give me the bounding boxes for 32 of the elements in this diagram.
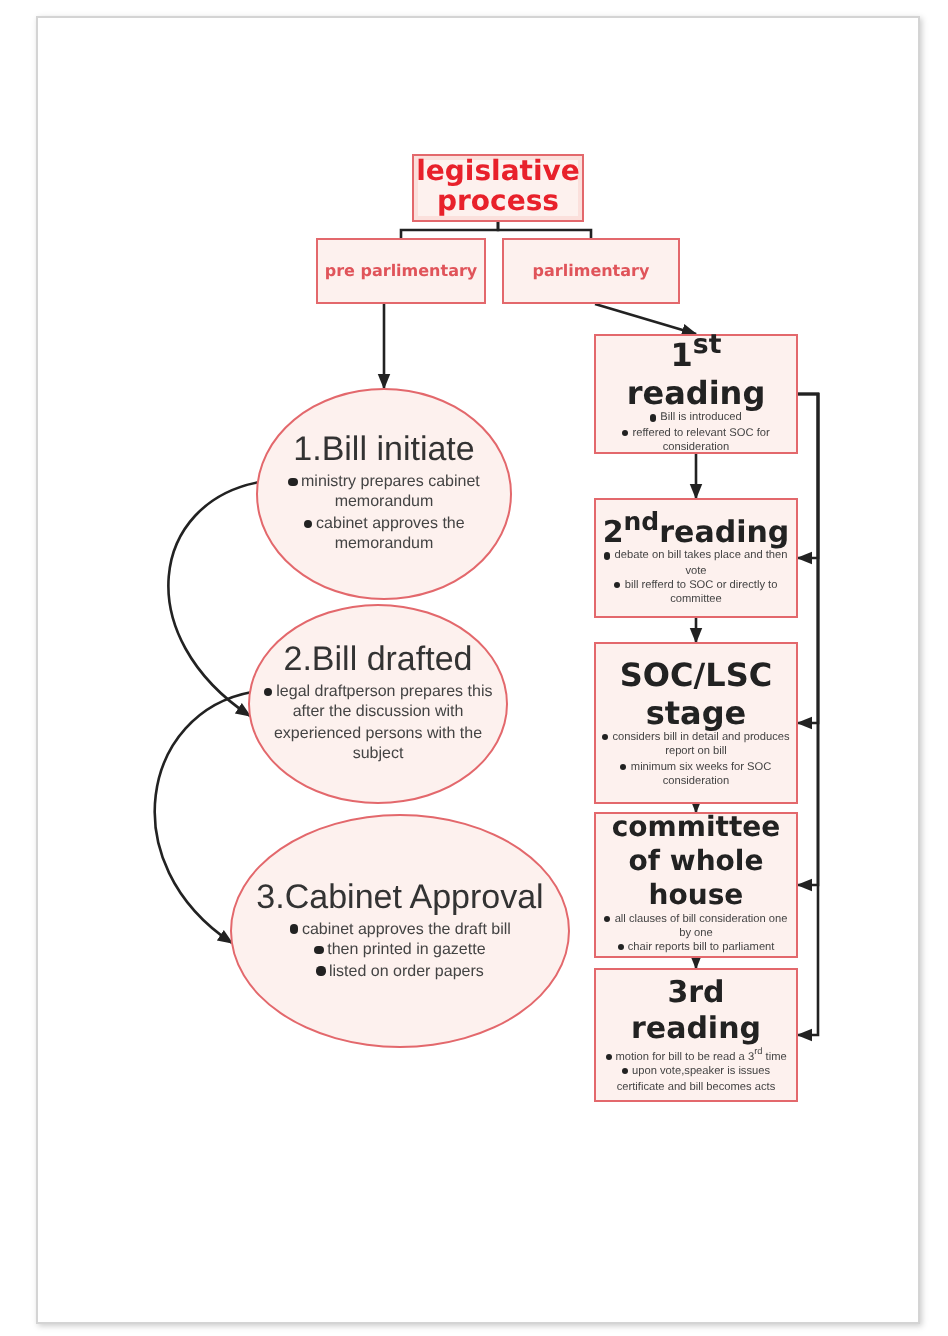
bullet-text: cabinet approves the draft bill: [289, 919, 511, 941]
bullet-text: legal draftperson prepares this after the discussion with experienced persons with the subject: [256, 682, 500, 766]
bullet-text: listed on order papers: [289, 961, 511, 982]
step-heading: 1.Bill initiate: [293, 432, 475, 471]
stage-box: [594, 968, 798, 1102]
stage-box: [594, 642, 798, 804]
arrow: [689, 454, 703, 500]
step-heading: 2.Bill drafted: [283, 642, 473, 681]
bullet-text: cabinet approves the memorandum: [264, 513, 504, 556]
stage-box: [594, 334, 798, 454]
arrow: [594, 302, 698, 336]
bullet-text: then printed in gazette: [289, 940, 511, 962]
title-text: legislative process: [416, 158, 580, 218]
arrow: [796, 392, 820, 1042]
stage-heading: 1$^{st}$ reading: [624, 331, 768, 413]
phase-box: [502, 238, 680, 304]
connector-line: [496, 222, 593, 238]
arrow: [153, 690, 253, 944]
arrow: [167, 480, 261, 718]
step-heading: 3.Cabinet Approval: [256, 880, 544, 918]
stage-heading: SOC/LSC stage: [617, 655, 775, 732]
phase-label: parlimentary: [532, 262, 650, 280]
phase-label: pre parlimentary: [324, 262, 478, 280]
stage-heading: committee of whole house: [609, 812, 783, 914]
arrow: [689, 953, 703, 970]
stage-box: [594, 498, 798, 618]
arrow: [689, 618, 703, 644]
arrow: [377, 304, 391, 390]
stage-heading: 3rd reading: [629, 974, 763, 1047]
stage-heading: 2$^{nd}$reading: [602, 506, 790, 551]
stage-box: [594, 812, 798, 958]
phase-box: [316, 238, 486, 304]
